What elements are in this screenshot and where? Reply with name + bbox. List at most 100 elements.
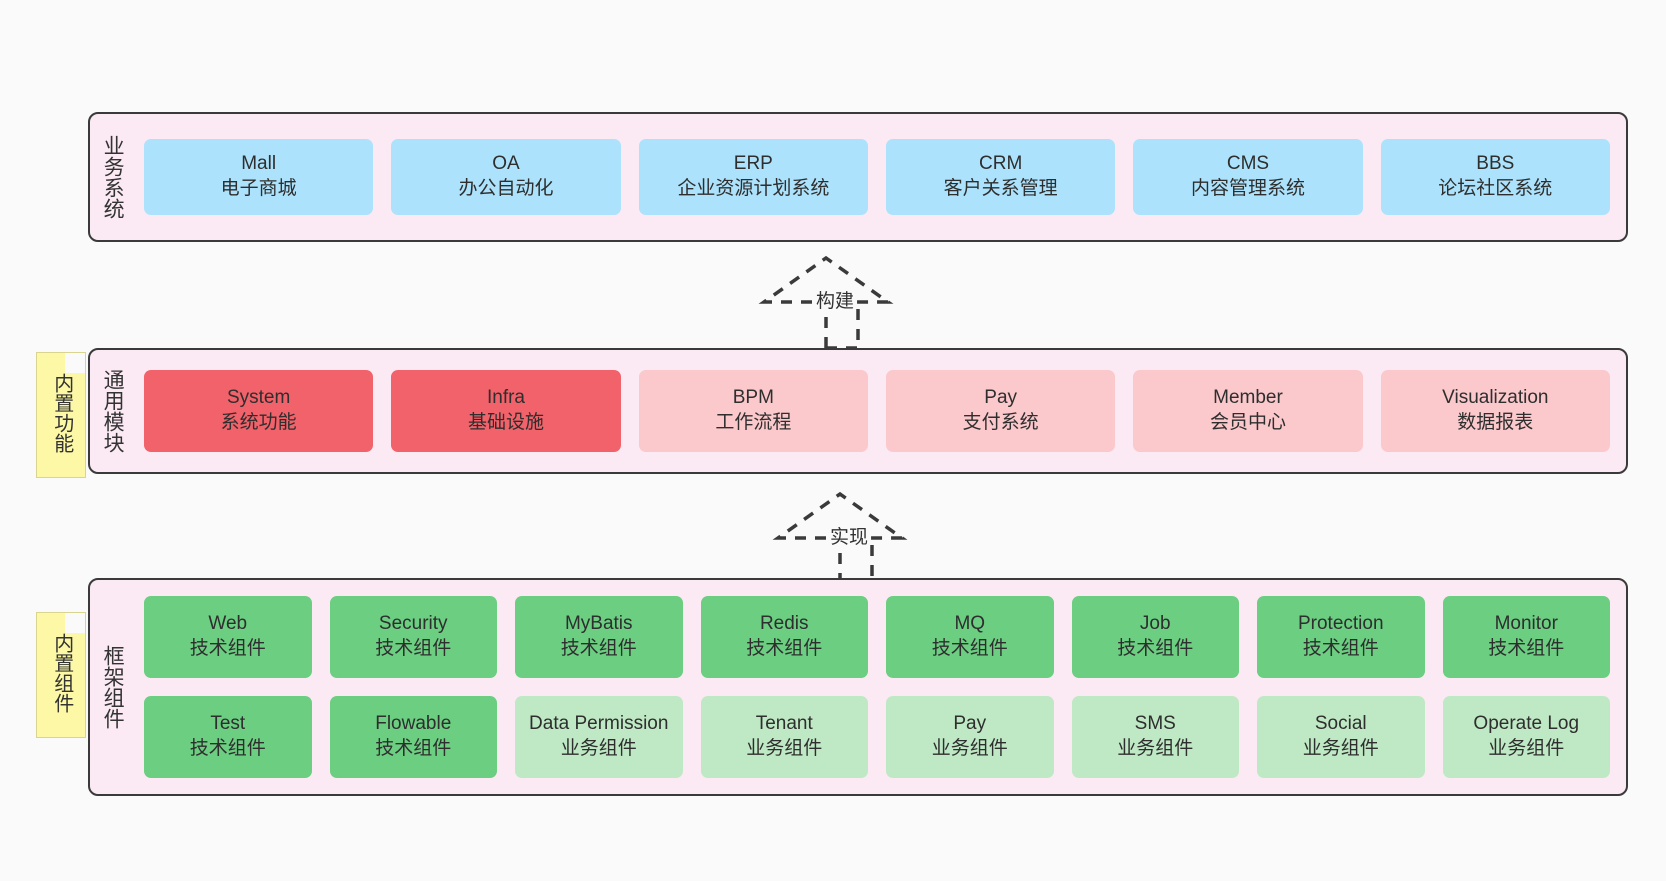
component-card-subtitle: 业务组件 xyxy=(1302,738,1379,759)
component-card-subtitle: 论坛社区系统 xyxy=(1438,178,1553,199)
component-card-name: Operate Log xyxy=(1473,713,1580,735)
component-card-subtitle: 业务组件 xyxy=(560,738,637,759)
component-card-subtitle: 基础设施 xyxy=(467,412,544,433)
component-card[interactable]: Tenant 业务组件 xyxy=(700,696,868,778)
component-card-name: Social xyxy=(1314,713,1367,735)
component-card[interactable]: Test 技术组件 xyxy=(144,696,312,778)
component-card-subtitle: 数据报表 xyxy=(1457,412,1534,433)
component-card-subtitle: 技术组件 xyxy=(1117,638,1194,659)
component-card-name: System xyxy=(226,387,291,409)
component-card-subtitle: 系统功能 xyxy=(220,412,297,433)
component-card[interactable]: Security 技术组件 xyxy=(329,596,497,678)
component-card-subtitle: 技术组件 xyxy=(375,638,452,659)
layer-common-modules: 通用模块 System 系统功能 Infra 基础设施 BPM 工作流程 Pay 支付系统 Me… xyxy=(88,348,1628,474)
component-card-name: Monitor xyxy=(1494,613,1558,635)
component-card[interactable]: Visualization 数据报表 xyxy=(1380,370,1610,452)
component-card-subtitle: 业务组件 xyxy=(1117,738,1194,759)
component-card[interactable]: MQ 技术组件 xyxy=(886,596,1054,678)
component-card-subtitle: 办公自动化 xyxy=(458,178,554,199)
layer-body-common-modules: System 系统功能 Infra 基础设施 BPM 工作流程 Pay 支付系统 Member 会… xyxy=(134,350,1626,472)
component-card-name: Infra xyxy=(486,387,525,409)
connector-implement-label: 实现 xyxy=(828,527,871,548)
component-card-subtitle: 技术组件 xyxy=(189,638,266,659)
component-card-name: Member xyxy=(1213,387,1283,409)
component-card[interactable]: Job 技术组件 xyxy=(1071,596,1239,678)
component-card[interactable]: CMS 内容管理系统 xyxy=(1133,139,1363,215)
component-card-subtitle: 工作流程 xyxy=(715,412,792,433)
component-card-subtitle: 会员中心 xyxy=(1209,412,1286,433)
component-card[interactable]: Protection 技术组件 xyxy=(1257,596,1425,678)
component-card-name: BPM xyxy=(732,387,774,409)
component-card-name: CMS xyxy=(1226,153,1270,175)
component-card-name: Test xyxy=(210,713,246,735)
component-card-name: CRM xyxy=(979,153,1023,175)
component-card-subtitle: 业务组件 xyxy=(746,738,823,759)
component-card-name: OA xyxy=(492,153,520,175)
component-card-subtitle: 技术组件 xyxy=(560,638,637,659)
component-card-subtitle: 支付系统 xyxy=(962,412,1039,433)
component-card-subtitle: 业务组件 xyxy=(1488,738,1565,759)
component-card[interactable]: Web 技术组件 xyxy=(144,596,312,678)
connector-build-label: 构建 xyxy=(814,291,857,312)
layer-title-framework-components: 框架组件 xyxy=(101,645,125,729)
component-card-name: Protection xyxy=(1297,613,1384,635)
note-builtin-components: 内置组件 xyxy=(36,612,86,738)
component-card-subtitle: 技术组件 xyxy=(931,638,1008,659)
component-card-name: MQ xyxy=(954,613,986,635)
component-card-name: Pay xyxy=(984,387,1018,409)
component-row: System 系统功能 Infra 基础设施 BPM 工作流程 Pay 支付系统 Member 会… xyxy=(144,370,1610,452)
component-card-name: BBS xyxy=(1476,153,1515,175)
component-card-name: Flowable xyxy=(375,713,452,735)
component-card-subtitle: 技术组件 xyxy=(746,638,823,659)
component-card[interactable]: Monitor 技术组件 xyxy=(1442,596,1610,678)
component-card-subtitle: 电子商城 xyxy=(220,178,297,199)
connector-implement: 实现 xyxy=(762,488,942,588)
component-card[interactable]: Social 业务组件 xyxy=(1257,696,1425,778)
component-card[interactable]: System 系统功能 xyxy=(144,370,374,452)
component-card[interactable]: Pay 支付系统 xyxy=(885,370,1116,452)
component-card-name: Visualization xyxy=(1442,387,1549,409)
layer-title-common-modules: 通用模块 xyxy=(101,369,125,453)
component-card-name: Job xyxy=(1139,613,1171,635)
component-card[interactable]: Infra 基础设施 xyxy=(391,370,621,452)
component-card-subtitle: 内容管理系统 xyxy=(1190,178,1305,199)
component-card-name: Mall xyxy=(241,153,277,175)
component-card-name: Redis xyxy=(759,613,809,635)
component-card-name: Web xyxy=(208,613,248,635)
component-card-subtitle: 客户关系管理 xyxy=(943,178,1058,199)
component-card[interactable]: Pay 业务组件 xyxy=(886,696,1054,778)
component-card-name: Security xyxy=(378,613,448,635)
component-card[interactable]: Operate Log 业务组件 xyxy=(1442,696,1610,778)
component-card[interactable]: Flowable 技术组件 xyxy=(329,696,497,778)
note-builtin-functions: 内置功能 xyxy=(36,352,86,478)
component-card[interactable]: OA 办公自动化 xyxy=(391,139,621,215)
component-card-name: Pay xyxy=(953,713,987,735)
component-card-subtitle: 业务组件 xyxy=(931,738,1008,759)
component-card-subtitle: 技术组件 xyxy=(189,738,266,759)
component-card-subtitle: 技术组件 xyxy=(375,738,452,759)
component-card[interactable]: Redis 技术组件 xyxy=(700,596,868,678)
component-card-name: Tenant xyxy=(755,713,813,735)
component-card[interactable]: Mall 电子商城 xyxy=(144,139,374,215)
component-card-name: MyBatis xyxy=(564,613,633,635)
component-card[interactable]: MyBatis 技术组件 xyxy=(515,596,683,678)
component-card-subtitle: 技术组件 xyxy=(1302,638,1379,659)
component-card[interactable]: CRM 客户关系管理 xyxy=(885,139,1116,215)
component-card-subtitle: 企业资源计划系统 xyxy=(677,178,830,199)
component-card[interactable]: BPM 工作流程 xyxy=(638,370,868,452)
component-card[interactable]: Member 会员中心 xyxy=(1133,370,1363,452)
layer-title-business-systems: 业务系统 xyxy=(101,135,125,219)
component-card-subtitle: 技术组件 xyxy=(1488,638,1565,659)
component-card[interactable]: BBS 论坛社区系统 xyxy=(1380,139,1610,215)
